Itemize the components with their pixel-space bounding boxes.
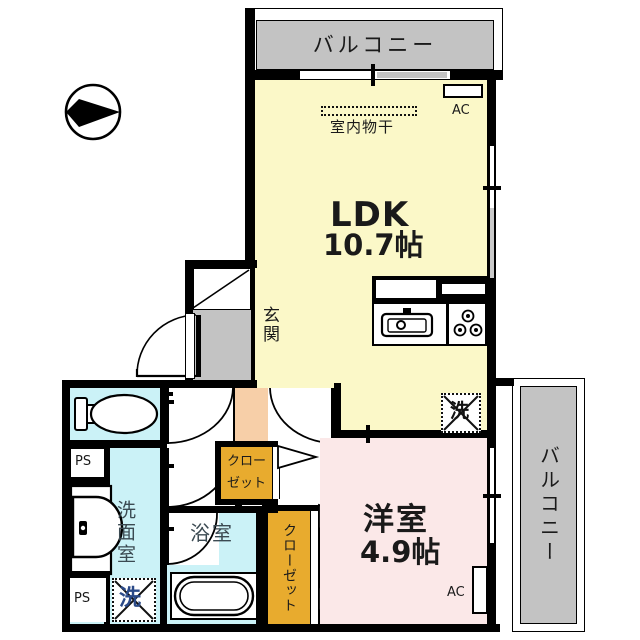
bathroom-label: 浴室 [190, 521, 234, 545]
wall-lower-top [62, 380, 257, 388]
wall-ps-upper-bottom-fg [62, 478, 108, 485]
wall-ps-lower-right [104, 571, 110, 624]
closet-upper [221, 447, 272, 499]
ldk-right-window-lower [489, 208, 495, 278]
balcony-right-area [520, 386, 577, 624]
ac-label-room: AC [447, 585, 465, 600]
washer-space-ldk-icon [441, 393, 481, 433]
indoor-laundry-hanger-icon [321, 106, 417, 116]
wall-washroom-right [160, 448, 167, 624]
genkan-label: 玄関 [259, 306, 279, 344]
stove-three-burner-icon [452, 306, 484, 342]
closet-upper-door-track [272, 447, 280, 499]
ldk-top-window-mullion [371, 64, 375, 86]
indoor-laundry-label: 室内物干 [330, 118, 395, 136]
ldk-label: LDK [330, 195, 410, 235]
wall-ldk-left [245, 8, 255, 383]
kitchen-counter-divider [446, 302, 449, 346]
washer-space-icon [112, 578, 156, 622]
wall-genkan-top [185, 260, 257, 268]
room-western [320, 438, 487, 624]
wall-bathroom-right [256, 506, 263, 630]
closet-upper-label-line1: クロー [226, 453, 266, 469]
ldk-top-window-right-pane [377, 72, 447, 78]
ldk-right-window-upper [489, 146, 495, 208]
washroom-label: 洗面室 [114, 500, 136, 566]
ldk-right-window-mullion [483, 186, 501, 190]
western-room-label: 洋室 [363, 502, 429, 538]
washer-ldk-label: 洗 [450, 400, 470, 422]
bathroom-door-leaf [165, 513, 169, 565]
balcony-top-area [256, 20, 494, 70]
wall-ps-upper-right-fg [104, 448, 110, 485]
wall-bathroom-top [160, 506, 278, 513]
ldk-size-label: 10.7帖 [323, 228, 424, 262]
toilet-door-jamb [160, 400, 174, 404]
ac-unit-ldk-icon [443, 84, 483, 98]
ac-label-ldk: AC [452, 103, 470, 118]
bathtub-icon [170, 572, 258, 620]
wall-ldk-bottom [255, 430, 487, 438]
ldk-top-window [300, 70, 450, 80]
bathroom-door-swing-arc [167, 512, 219, 565]
washroom-door-jamb [160, 464, 174, 468]
north-compass-icon [62, 82, 124, 142]
kitchen-sink-icon [380, 308, 434, 338]
washroom-door-leaf [165, 448, 169, 508]
wall-ps-lower-top [62, 571, 108, 578]
balcony-top-label: バルコニー [312, 32, 438, 57]
bathroom-door-jamb [160, 527, 174, 531]
ac-unit-room-icon [472, 566, 488, 614]
wall-toilet-bottom [62, 440, 167, 448]
wall-toilet-right [160, 388, 167, 440]
kitchen-upper-cabinet-right [442, 284, 485, 294]
entry-door-leaf [196, 315, 201, 377]
room-ldk [255, 80, 487, 435]
ps-lower-box [70, 578, 106, 622]
bedroom-window-mullion [483, 494, 501, 498]
closet-lower [268, 511, 310, 624]
vanity-sink-icon [69, 484, 124, 576]
wall-balcony-right-connector [496, 378, 514, 386]
closet-lower-label: クローゼット [281, 522, 297, 613]
kitchen-upper-cabinet-left [376, 280, 436, 298]
washer-label: 洗 [119, 586, 142, 611]
western-room-size-label: 4.9帖 [360, 535, 441, 569]
toilet-icon [74, 392, 160, 436]
balcony-right-label: バルコニー [536, 445, 561, 565]
toilet-door-swing-arc [167, 387, 235, 444]
closet-upper-folding-door-arrow [277, 444, 320, 470]
wall-lower-left [62, 380, 70, 632]
ps-upper-label-fg: PS [75, 454, 92, 469]
wall-hall-right [334, 383, 341, 444]
toilet-door-leaf [165, 388, 169, 444]
bedroom-door-leaf [331, 388, 335, 444]
room-genkan [193, 310, 251, 382]
genkan-shoe-box-diagonal [192, 268, 251, 310]
entry-door-threshold [185, 313, 195, 379]
bedroom-door-swing-arc [268, 387, 334, 444]
bedroom-top-wall-mark [366, 425, 370, 443]
ps-lower-label: PS [74, 591, 91, 606]
closet-upper-label-line2: ゼット [226, 475, 266, 491]
closet-lower-door-track [310, 511, 319, 624]
